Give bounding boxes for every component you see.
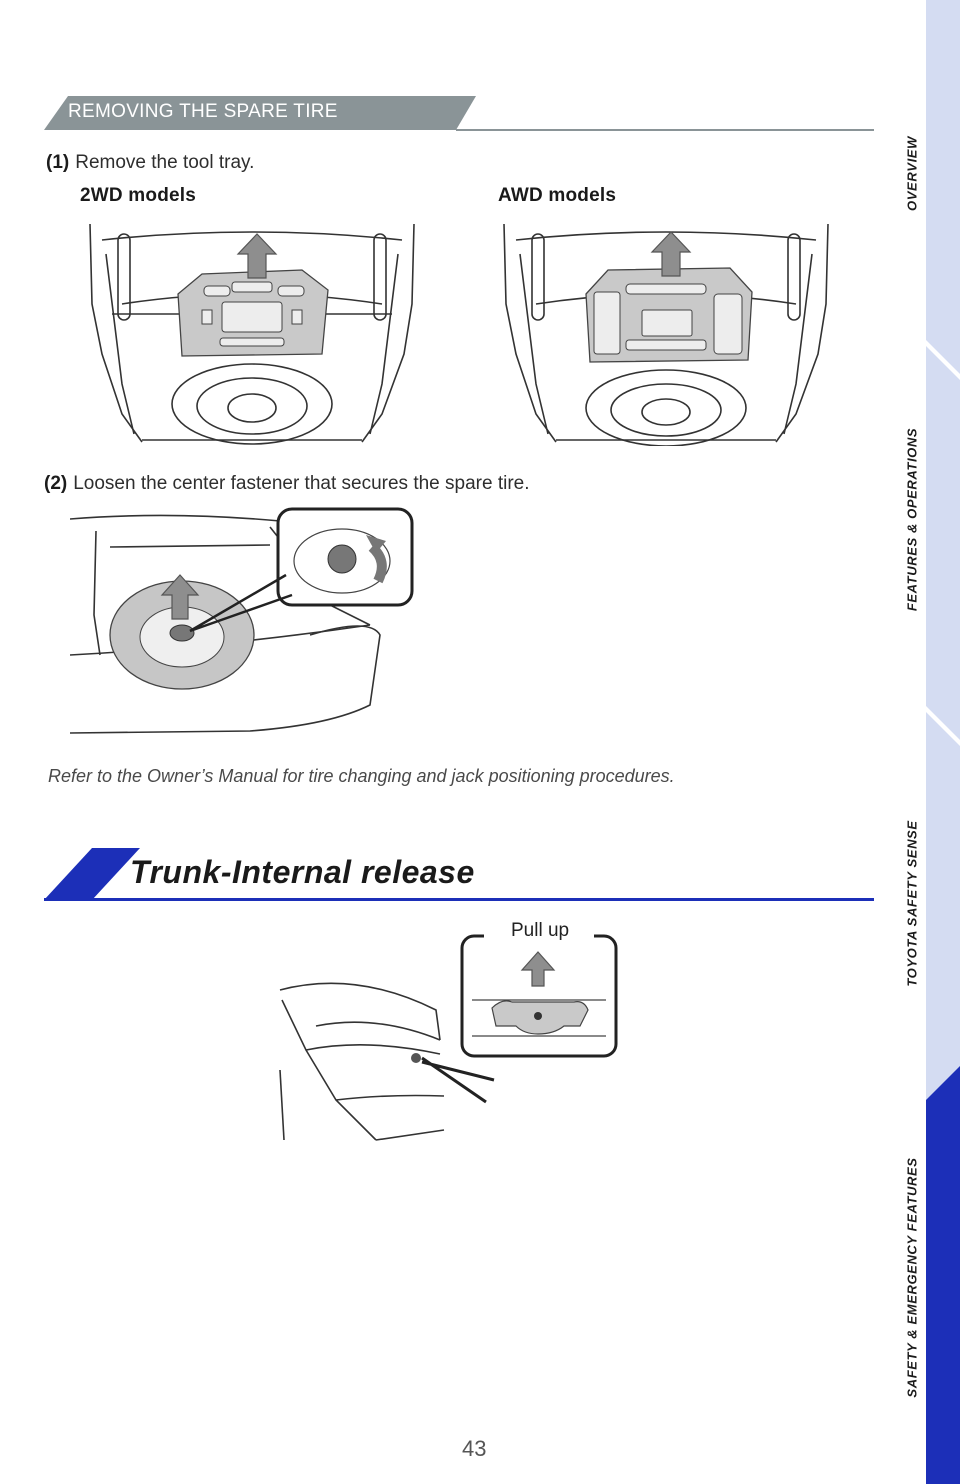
- step-2-number: (2): [44, 473, 68, 494]
- pull-up-callout: Pull up: [505, 920, 576, 942]
- nav-tab-toyota-safety-sense[interactable]: TOYOTA SAFETY SENSE: [904, 820, 920, 987]
- step-1-text: Remove the tool tray.: [75, 152, 255, 173]
- step-1-number: (1): [46, 152, 70, 173]
- spare-tire-fastener-illustration: [70, 507, 414, 734]
- section-title: REMOVING THE SPARE TIRE: [68, 101, 338, 122]
- step-2-text: Loosen the center fastener that secures …: [73, 473, 530, 494]
- section-rule: [456, 129, 874, 131]
- owners-manual-note: Refer to the Owner’s Manual for tire cha…: [48, 766, 675, 786]
- model-label-awd: AWD models: [498, 185, 617, 206]
- trunk-release-title: Trunk-Internal release: [130, 854, 475, 890]
- nav-tab-safety-emergency-features[interactable]: SAFETY & EMERGENCY FEATURES: [904, 1157, 920, 1398]
- trunk-awd-illustration: [503, 223, 829, 446]
- trunk-release-header: Trunk-Internal release: [44, 848, 874, 902]
- nav-tab-overview[interactable]: OVERVIEW: [904, 136, 920, 211]
- step-2: (2)Loosen the center fastener that secur…: [44, 473, 530, 495]
- trunk-2wd-illustration: [89, 223, 415, 445]
- nav-tab-features-operations[interactable]: FEATURES & OPERATIONS: [904, 427, 920, 612]
- page-number: 43: [462, 1436, 487, 1461]
- step-1: (1)Remove the tool tray.: [46, 152, 254, 174]
- section-header: REMOVING THE SPARE TIRE: [44, 96, 476, 130]
- model-label-2wd: 2WD models: [80, 185, 197, 206]
- trunk-release-illustration: [279, 930, 618, 1141]
- side-navigation: [926, 0, 960, 1484]
